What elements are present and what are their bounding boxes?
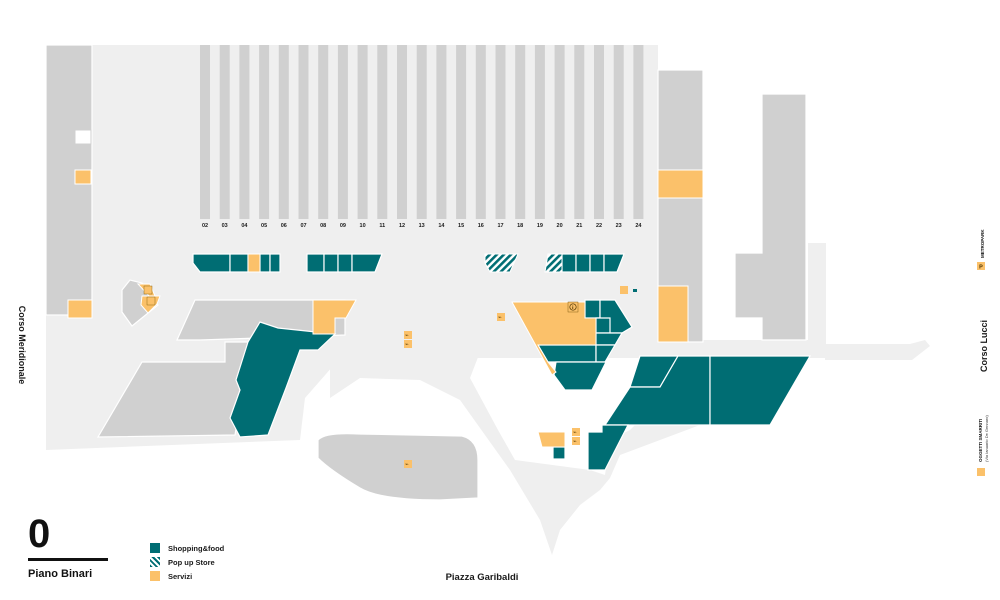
escalator-icon [404, 340, 412, 348]
track-platform [613, 45, 624, 219]
track-number: 22 [596, 223, 602, 229]
lost-property-note: OGGETTI SMARRITI (Via Ianuario De Gennar… [977, 414, 989, 476]
street-label-left: Corso Meridionale [17, 306, 27, 385]
track-number: 19 [537, 223, 543, 229]
svg-text:P: P [979, 265, 983, 271]
track-platform [219, 45, 230, 219]
legend-item-shop: Shopping&food [150, 541, 270, 555]
lost-property-title: OGGETTI SMARRITI [978, 419, 983, 462]
track-platform [357, 45, 368, 219]
svg-text:⌁: ⌁ [573, 438, 577, 445]
popup-store-areas [484, 253, 563, 273]
track-platform [337, 45, 348, 219]
track-platforms: 02 03 04 05 06 07 08 09 10 11 12 13 14 15 16 17 18 19 20 21… [200, 45, 644, 229]
track-number: 12 [399, 223, 405, 229]
escalator-icon: ⌁ [405, 332, 409, 339]
track-platform [298, 45, 309, 219]
track-platform [436, 45, 447, 219]
track-number: 08 [320, 223, 326, 229]
track-platform [259, 45, 270, 219]
track-number: 07 [300, 223, 306, 229]
service-icon [977, 468, 985, 476]
lost-property-subtitle: (Via Ianuario De Gennaro) [984, 414, 989, 462]
escalator-icon [497, 313, 505, 321]
track-number: 13 [419, 223, 425, 229]
track-number: 16 [478, 223, 484, 229]
track-number: 21 [576, 223, 582, 229]
floor-number: 0 [28, 512, 51, 556]
svg-text:⌁: ⌁ [573, 429, 577, 436]
buildings [45, 44, 807, 501]
track-number: 10 [360, 223, 366, 229]
track-number: 20 [557, 223, 563, 229]
track-platform [534, 45, 545, 219]
metropark-note: P METROPARK [977, 229, 985, 271]
legend-swatch [150, 543, 160, 553]
track-number: 05 [261, 223, 267, 229]
floor-indicator: 0 Piano Binari [28, 512, 108, 580]
legend-label: Shopping&food [168, 543, 225, 553]
track-platform [239, 45, 250, 219]
service-icon [146, 296, 156, 306]
track-platform [554, 45, 565, 219]
track-platform [594, 45, 604, 219]
track-platform [200, 45, 210, 219]
track-platform [633, 45, 644, 219]
track-platform [515, 45, 526, 219]
track-number: 03 [222, 223, 228, 229]
track-platform [397, 45, 407, 219]
info-icon [567, 301, 579, 313]
floor-underline [28, 558, 108, 561]
legend-swatch [150, 557, 160, 567]
street-label-right: Corso Lucci [979, 320, 989, 372]
legend-swatch [150, 571, 160, 581]
track-number: 14 [438, 223, 445, 229]
track-platform [495, 45, 506, 219]
track-platform [278, 45, 289, 219]
track-platform [318, 45, 329, 219]
track-number: 24 [635, 223, 642, 229]
shop-areas [192, 253, 812, 471]
track-platform [456, 45, 467, 219]
escalator-icon [572, 428, 580, 436]
info-icon [569, 303, 577, 311]
track-number: 09 [340, 223, 346, 229]
floor-name: Piano Binari [28, 568, 93, 580]
legend-label: Servizi [168, 571, 193, 581]
track-platform [574, 45, 585, 219]
street-label-bottom: Piazza Garibaldi [446, 572, 519, 583]
service-icon [143, 285, 153, 295]
legend-label: Pop up Store [168, 557, 215, 567]
escalator-icon [404, 331, 412, 339]
track-number: 18 [517, 223, 523, 229]
service-icons: ⌁ ⌁ ⌁ i ⌁ ⌁ ⌁ [143, 285, 637, 468]
svg-text:⌁: ⌁ [498, 314, 502, 321]
legend-item-popup: Pop up Store [150, 555, 270, 569]
track-platform [475, 45, 486, 219]
track-platform [416, 45, 427, 219]
piazza-block [317, 433, 479, 501]
escalator-icon [572, 437, 580, 445]
track-platform [377, 45, 388, 219]
service-icon [620, 286, 628, 294]
metropark-label: METROPARK [980, 229, 985, 258]
track-number: 04 [241, 223, 248, 229]
svg-text:i: i [572, 305, 574, 311]
escalator-icon: ⌁ [405, 341, 409, 348]
legend-item-service: Servizi [150, 569, 270, 583]
service-areas [67, 169, 704, 448]
track-number: 11 [379, 223, 385, 229]
track-number: 15 [458, 223, 464, 229]
parking-icon [977, 262, 985, 270]
track-number: 06 [281, 223, 287, 229]
escalator-icon [404, 460, 412, 468]
svg-text:⌁: ⌁ [405, 461, 409, 468]
track-number: 02 [202, 223, 208, 229]
track-number: 23 [616, 223, 622, 229]
track-number: 17 [497, 223, 503, 229]
